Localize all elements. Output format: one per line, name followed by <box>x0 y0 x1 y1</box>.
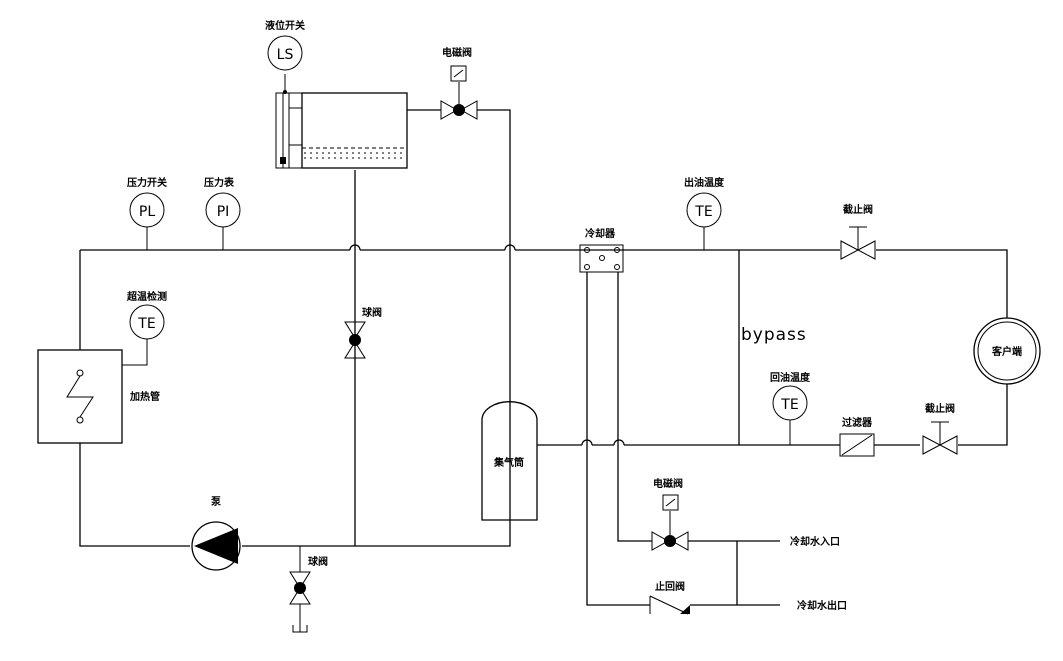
svg-text:TE: TE <box>694 204 712 220</box>
cooler: 冷却器 <box>579 227 624 273</box>
return-temp-te: TE 回油温度 <box>770 371 811 445</box>
pump: 泵 <box>191 496 241 571</box>
svg-text:超温检测: 超温检测 <box>126 290 167 303</box>
stop-valve-bottom: 截止阀 <box>922 402 958 455</box>
client-endpoint: 客户端 <box>973 317 1041 385</box>
svg-text:集气筒: 集气筒 <box>493 456 524 469</box>
svg-text:PI: PI <box>217 204 230 220</box>
svg-text:客户端: 客户端 <box>991 345 1022 358</box>
svg-text:回油温度: 回油温度 <box>770 371 811 384</box>
svg-text:PL: PL <box>139 204 155 220</box>
svg-text:TE: TE <box>137 316 155 332</box>
svg-text:出油温度: 出油温度 <box>684 176 725 189</box>
svg-text:冷却器: 冷却器 <box>585 227 616 240</box>
bypass-label: bypass <box>741 325 807 345</box>
gas-collector: 集气筒 <box>481 401 538 521</box>
svg-text:电磁阀: 电磁阀 <box>653 477 683 490</box>
svg-text:止回阀: 止回阀 <box>655 580 685 593</box>
svg-text:LS: LS <box>277 47 294 63</box>
solenoid-valve-top: 电磁阀 <box>407 46 478 120</box>
ball-valve-mid: 球阀 <box>344 306 382 359</box>
cooling-water-out-label: 冷却水出口 <box>797 599 847 612</box>
svg-text:加热管: 加热管 <box>129 390 160 403</box>
filter: 过滤器 <box>839 416 875 457</box>
cooler-lines <box>586 272 780 606</box>
svg-text:压力开关: 压力开关 <box>127 176 167 189</box>
ball-valve-drain: 球阀 <box>289 546 328 633</box>
svg-text:截止阀: 截止阀 <box>843 203 873 216</box>
svg-text:泵: 泵 <box>211 496 222 508</box>
heater-element: 加热管 <box>37 349 160 444</box>
svg-text:过滤器: 过滤器 <box>842 416 873 429</box>
overtemp-sensor-te: TE 超温检测 <box>122 290 167 366</box>
svg-text:压力表: 压力表 <box>204 176 235 189</box>
svg-text:电磁阀: 电磁阀 <box>442 46 472 59</box>
main-supply-pipe <box>80 244 1008 446</box>
outlet-temp-te: TE 出油温度 <box>684 176 725 250</box>
cooling-water-in-label: 冷却水入口 <box>790 535 840 548</box>
svg-text:截止阀: 截止阀 <box>925 402 955 415</box>
stop-valve-top: 截止阀 <box>840 203 876 260</box>
pressure-gauge-pi: PI 压力表 <box>204 176 241 250</box>
svg-text:球阀: 球阀 <box>362 306 382 319</box>
check-valve: 止回阀 <box>649 580 690 615</box>
oil-tank <box>275 74 408 169</box>
svg-text:球阀: 球阀 <box>308 555 328 568</box>
svg-text:TE: TE <box>780 397 798 413</box>
solenoid-valve-bottom: 电磁阀 <box>651 477 689 551</box>
pressure-switch-pl: PL 压力开关 <box>127 176 167 250</box>
svg-text:液位开关: 液位开关 <box>265 19 305 32</box>
level-switch-ls: LS 液位开关 <box>265 19 305 71</box>
